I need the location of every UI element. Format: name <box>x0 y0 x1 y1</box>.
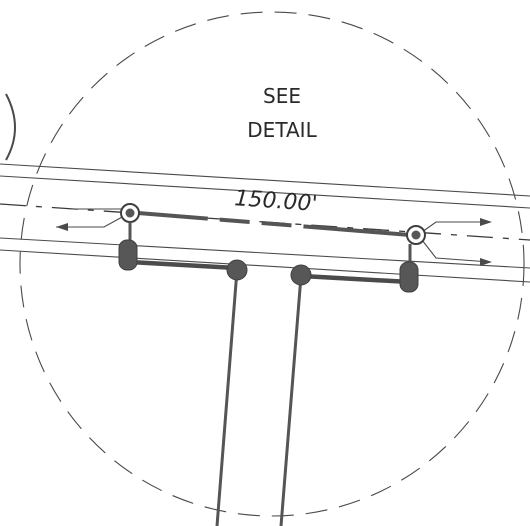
right-arrowhead-lower <box>480 258 492 266</box>
right-leader-upper <box>421 221 490 233</box>
right-structure <box>399 261 419 293</box>
right-horizontal-pipe <box>299 273 413 285</box>
left-horizontal-pipe <box>127 259 239 271</box>
left-leader-lower <box>56 215 125 228</box>
left-junction-node <box>226 259 248 281</box>
dimension-label: 150.00' <box>234 186 319 217</box>
row-line-top <box>0 163 530 197</box>
left-control-point-center <box>125 208 135 218</box>
dimension-line <box>137 211 411 237</box>
right-control-point-center <box>411 230 421 240</box>
detail-label-line2: DETAIL <box>247 118 317 142</box>
row-line-upper <box>0 175 530 209</box>
right-junction-node <box>290 264 312 286</box>
row-line-lower <box>0 237 530 269</box>
left-structure <box>118 239 138 271</box>
right-leader-lower <box>421 239 491 263</box>
adjacent-callout-arc <box>5 93 16 161</box>
left-main-pipe <box>215 269 239 526</box>
right-arrowhead-upper <box>480 218 492 226</box>
detail-boundary-circle <box>19 11 525 517</box>
detail-label-line1: SEE <box>263 84 301 108</box>
right-main-pipe <box>279 275 303 526</box>
left-arrowhead <box>56 223 68 231</box>
row-line-bottom <box>0 249 530 283</box>
